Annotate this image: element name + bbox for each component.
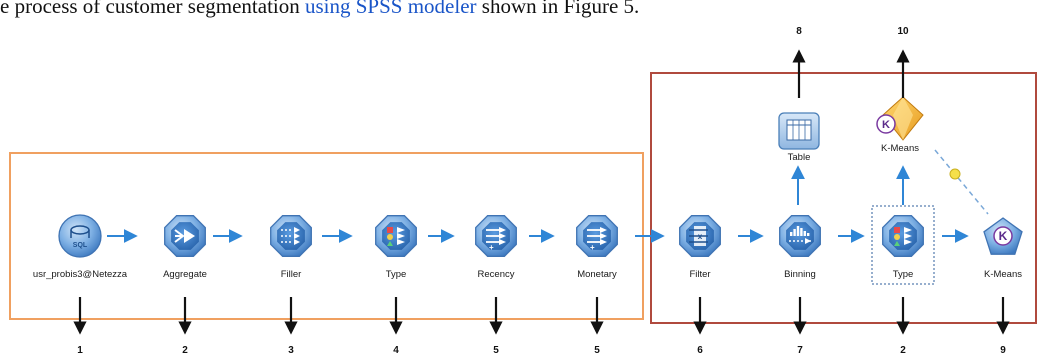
annotation-number-aggregate: 2 <box>182 345 188 356</box>
kmeans-model-label: K-Means <box>881 143 919 154</box>
connector-layer <box>107 165 969 243</box>
database-sql-icon: SQL <box>70 225 90 249</box>
node-label-sql: usr_probis3@Netezza <box>33 269 128 280</box>
binning-icon <box>789 226 811 244</box>
annotation-number-kmeans_model: 10 <box>897 26 909 37</box>
figure-caption-text: e process of customer segmentation using… <box>0 0 639 19</box>
model-link-dot <box>949 168 961 180</box>
node-label-type1: Type <box>386 269 407 280</box>
stream-node-aggregate[interactable]: Aggregate <box>163 215 207 280</box>
modeling-group-box <box>650 72 1037 324</box>
type-icon <box>894 227 912 246</box>
type-icon <box>387 227 405 246</box>
stream-node-monetary[interactable]: + Monetary <box>576 215 618 280</box>
annotation-number-table: 8 <box>796 26 802 37</box>
svg-text:x: x <box>698 232 703 241</box>
caption-before: e process of customer segmentation <box>0 0 305 18</box>
kmeans-badge-icon <box>876 114 896 134</box>
table-output-node[interactable]: Table <box>778 112 820 163</box>
caption-highlight: using SPSS modeler <box>305 0 477 18</box>
svg-text:K: K <box>882 119 890 131</box>
selection-frame <box>871 205 935 285</box>
annotation-number-monetary: 5 <box>594 345 600 356</box>
stream-node-type2[interactable]: Type <box>882 215 924 280</box>
kmeans-model-nugget[interactable]: K K-Means <box>876 96 924 154</box>
annotation-number-kmeans: 9 <box>1000 345 1006 356</box>
derive-icon: + <box>486 227 506 252</box>
annotation-number-type2: 2 <box>900 345 906 356</box>
node-label-recency: Recency <box>478 269 515 280</box>
filter-icon: x <box>689 226 708 246</box>
annotation-number-filter: 6 <box>697 345 703 356</box>
svg-text:+: + <box>590 243 595 252</box>
annotation-number-type1: 4 <box>393 345 399 356</box>
stream-node-recency[interactable]: + Recency <box>475 215 517 280</box>
database-node-shape <box>58 214 102 258</box>
kmeans-icon: K <box>993 226 1013 246</box>
svg-text:SQL: SQL <box>73 242 88 249</box>
aggregate-icon <box>174 229 195 243</box>
stream-node-filler[interactable]: Filler <box>270 215 312 280</box>
svg-text:+: + <box>489 243 494 252</box>
node-label-type2: Type <box>893 269 914 280</box>
model-link-dashed <box>934 149 989 215</box>
caption-after: shown in Figure 5. <box>476 0 640 18</box>
stream-node-binning[interactable]: Binning <box>779 215 821 280</box>
derive-icon: + <box>587 227 607 252</box>
svg-text:K: K <box>999 229 1008 243</box>
annotation-number-filler: 3 <box>288 345 294 356</box>
table-output-label: Table <box>788 152 811 163</box>
stream-node-type1[interactable]: Type <box>375 215 417 280</box>
node-label-monetary: Monetary <box>577 269 617 280</box>
filler-icon <box>281 227 300 245</box>
node-label-aggregate: Aggregate <box>163 269 207 280</box>
stream-node-sql[interactable]: SQL usr_probis3@Netezza <box>33 214 128 280</box>
annotation-number-sql: 1 <box>77 345 83 356</box>
annotation-number-binning: 7 <box>797 345 803 356</box>
annotation-number-recency: 5 <box>493 345 499 356</box>
node-label-filler: Filler <box>281 269 302 280</box>
node-label-filter: Filter <box>689 269 710 280</box>
stream-node-kmeans[interactable]: K K-Means <box>983 217 1023 280</box>
node-label-kmeans: K-Means <box>984 269 1022 280</box>
node-label-binning: Binning <box>784 269 816 280</box>
